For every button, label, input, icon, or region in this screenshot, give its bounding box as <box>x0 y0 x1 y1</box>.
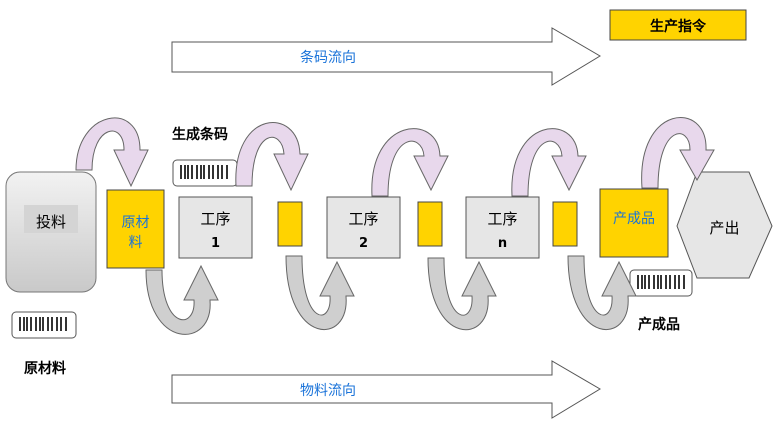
process-1-box <box>178 196 253 259</box>
raw-material-caption: 原材料 <box>24 361 66 377</box>
barcode-generated <box>172 159 238 187</box>
barcode-flow-arrow <box>171 27 601 86</box>
feed-label-bg <box>24 205 78 233</box>
buffer-1 <box>277 201 303 247</box>
barcode-raw-material <box>11 311 77 339</box>
curve-arrow-top-5 <box>641 117 715 189</box>
curve-arrow-top-2 <box>235 122 309 192</box>
material-flow-label: 物料流向 <box>300 383 356 399</box>
output-label: 产出 <box>709 219 740 237</box>
process-2-box <box>326 196 401 259</box>
curve-arrow-bottom-4 <box>567 255 637 330</box>
process-1-label: 工序 <box>200 210 231 228</box>
production-order-label: 生产指令 <box>650 19 706 35</box>
buffer-n <box>552 201 578 247</box>
generate-barcode-caption: 生成条码 <box>172 127 228 143</box>
curve-arrow-bottom-1 <box>145 264 219 335</box>
finished-box <box>599 188 669 258</box>
curve-arrow-bottom-2 <box>285 255 355 330</box>
process-n-box <box>465 196 540 259</box>
raw-material-label-top: 原材 <box>121 215 150 231</box>
process-n-number: n <box>497 236 508 251</box>
curve-arrow-top-3 <box>371 128 449 197</box>
curve-arrow-top-1 <box>75 117 149 188</box>
process-2-label: 工序 <box>348 210 379 228</box>
raw-material-label-bottom: 料 <box>128 235 143 251</box>
curve-arrow-top-4 <box>511 128 587 197</box>
production-order-box <box>609 9 747 41</box>
finished-label: 产成品 <box>613 211 655 227</box>
process-n-label: 工序 <box>487 210 518 228</box>
output-hexagon <box>676 171 773 279</box>
curve-arrow-bottom-3 <box>427 257 497 331</box>
process-2-number: 2 <box>358 236 369 251</box>
material-flow-arrow <box>171 360 601 419</box>
buffer-2 <box>417 201 443 247</box>
barcode-finished <box>629 269 693 297</box>
process-1-number: 1 <box>210 236 221 251</box>
finished-product-caption: 产成品 <box>638 317 680 333</box>
raw-material-box <box>106 189 165 269</box>
feed-label: 投料 <box>35 213 66 231</box>
barcode-flow-label: 条码流向 <box>300 50 356 66</box>
